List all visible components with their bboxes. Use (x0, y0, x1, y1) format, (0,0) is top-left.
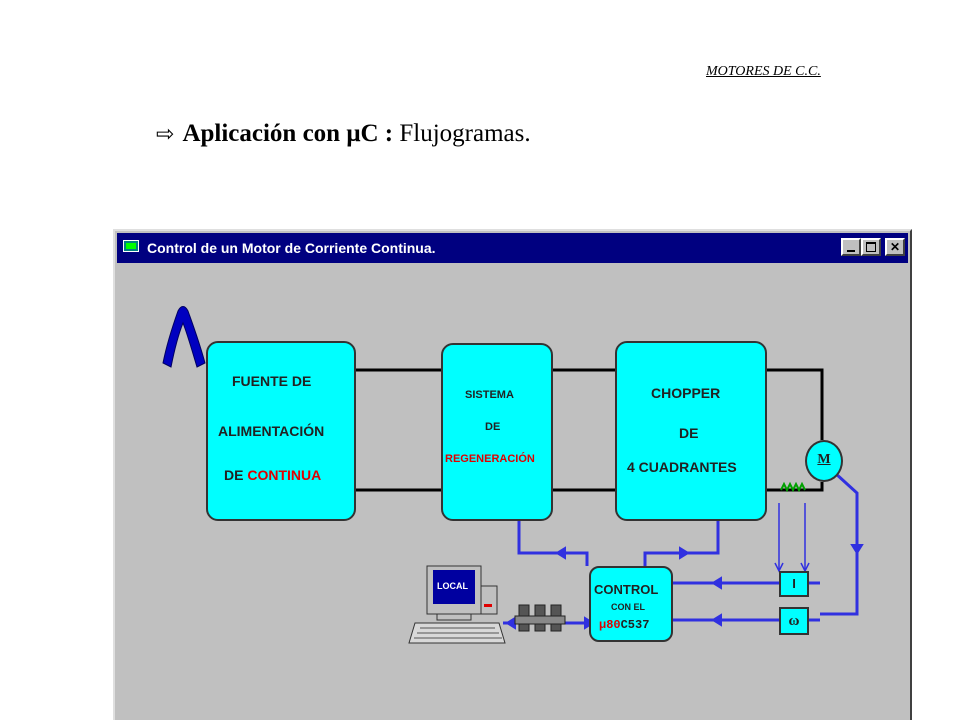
computer-icon: LOCAL (408, 565, 506, 644)
power-wires (356, 368, 824, 492)
regen-line1: SISTEMA (465, 389, 514, 401)
svg-text:LOCAL: LOCAL (437, 581, 468, 591)
regen-line3: REGENERACIÓN (445, 453, 535, 465)
speed-sensor-box: ω (779, 607, 809, 635)
power-supply-block: FUENTE DE ALIMENTACIÓN DE CONTINUA (206, 341, 356, 521)
minimize-button[interactable] (841, 238, 861, 256)
slide-title: ⇨ Aplicación con μC : Flujogramas. (156, 120, 531, 148)
current-sensor-box: I (779, 571, 809, 597)
power-line2: ALIMENTACIÓN (218, 423, 325, 439)
motor-symbol: M (805, 440, 843, 482)
control-highlight: μ80 (599, 618, 621, 632)
chopper-line2: DE (679, 425, 699, 441)
slide-header: MOTORES DE C.C. (706, 64, 821, 79)
power-highlight: CONTINUA (247, 467, 322, 483)
chopper-block: CHOPPER DE 4 CUADRANTES (615, 341, 767, 521)
chopper-line3: 4 CUADRANTES (627, 459, 737, 475)
control-line3: μ80C537 (599, 618, 650, 632)
control-line2: CON EL (611, 602, 646, 612)
window-title: Control de un Motor de Corriente Continu… (147, 240, 436, 256)
app-icon[interactable] (123, 240, 139, 252)
ribbon-icon (162, 306, 206, 368)
close-button[interactable]: ✕ (885, 238, 905, 256)
power-line3: DE CONTINUA (224, 467, 322, 483)
control-block: CONTROL CON EL μ80C537 (589, 566, 673, 642)
diagram-area: LOCAL FUENTE DE ALIMENTACI (115, 263, 910, 722)
title-bar[interactable]: Control de un Motor de Corriente Continu… (117, 233, 908, 263)
connector-icon (514, 604, 566, 632)
power-line1: FUENTE DE (232, 373, 312, 389)
title-rest: Flujogramas. (399, 120, 531, 147)
maximize-button[interactable] (861, 238, 881, 256)
control-line1: CONTROL (594, 582, 659, 597)
regen-line2: DE (485, 421, 501, 433)
regeneration-block: SISTEMA DE REGENERACIÓN (441, 343, 553, 521)
chopper-line1: CHOPPER (651, 385, 721, 401)
resistor-icon (780, 481, 806, 493)
title-bold: Aplicación con μC : (182, 120, 394, 147)
arrow-icon: ⇨ (156, 121, 175, 146)
app-window: Control de un Motor de Corriente Continu… (113, 229, 912, 720)
